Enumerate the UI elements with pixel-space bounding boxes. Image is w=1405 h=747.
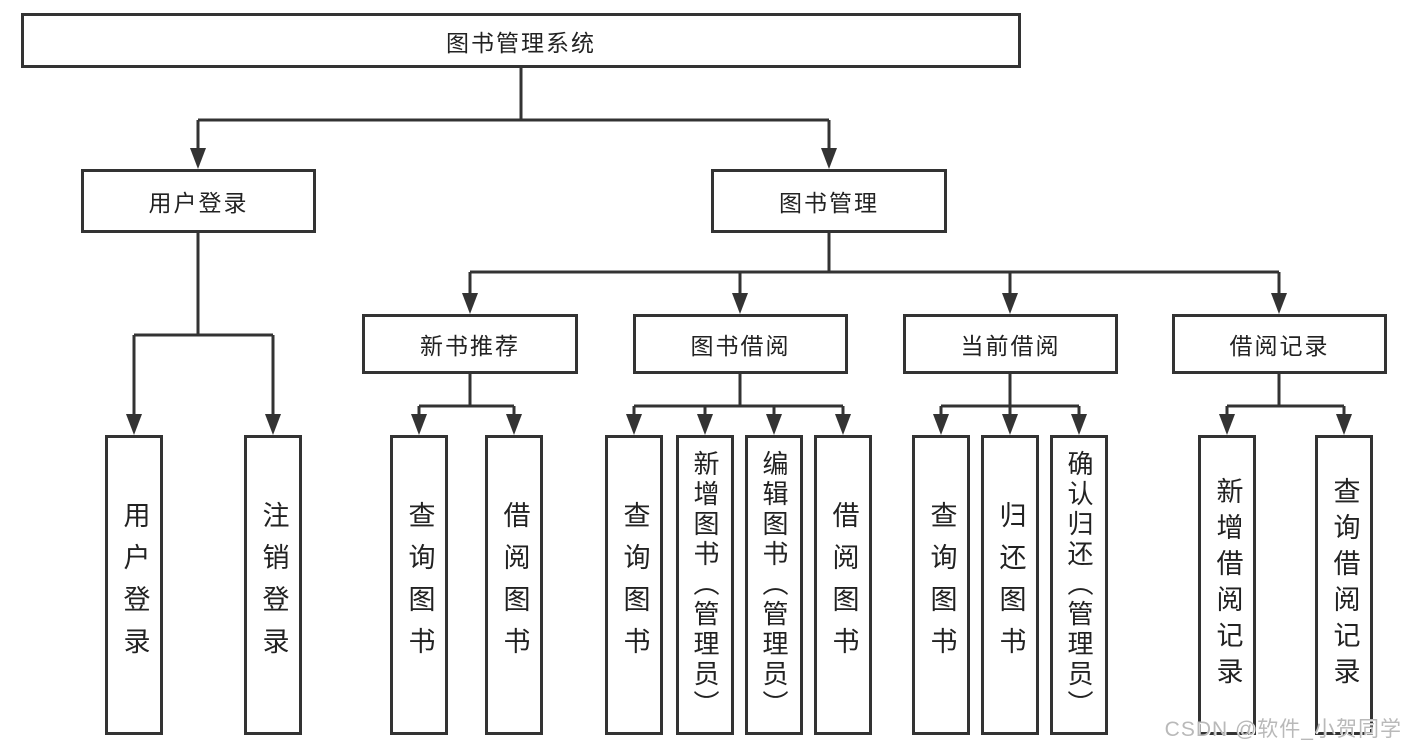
arrowhead <box>411 414 427 435</box>
node-label: 当前借阅 <box>960 333 1061 359</box>
leaf-logout: 注销登录 <box>244 435 302 735</box>
leaf-label: 借阅图书 <box>499 501 530 669</box>
leaf-query-books-recommend: 查询图书 <box>390 435 448 735</box>
arrowhead <box>835 414 851 435</box>
node-label: 图书管理 <box>779 190 879 216</box>
leaf-add-book-admin: 新增图书（管理员） <box>676 435 734 735</box>
arrowhead <box>462 293 478 314</box>
leaf-borrow-books-recommend: 借阅图书 <box>485 435 543 735</box>
arrowhead <box>626 414 642 435</box>
arrowhead <box>190 148 206 169</box>
arrowhead <box>1336 414 1352 435</box>
leaf-edit-book-admin: 编辑图书（管理员） <box>745 435 803 735</box>
leaf-query-borrow-record: 查询借阅记录 <box>1315 435 1373 735</box>
leaf-query-books-current: 查询图书 <box>912 435 970 735</box>
arrowhead <box>506 414 522 435</box>
leaf-label: 用户登录 <box>119 501 150 669</box>
csdn-watermark: CSDN @软件_小贺同学 <box>1164 718 1402 741</box>
leaf-label: 确认归还（管理员） <box>1064 450 1094 720</box>
node-label: 图书借阅 <box>690 333 791 359</box>
node-borrowing-records: 借阅记录 <box>1172 314 1387 374</box>
leaf-label: 借阅图书 <box>828 501 859 669</box>
node-current-borrowing: 当前借阅 <box>903 314 1118 374</box>
arrowhead <box>126 414 142 435</box>
leaf-label: 查询图书 <box>926 501 957 669</box>
leaf-add-borrow-record: 新增借阅记录 <box>1198 435 1256 735</box>
arrowhead <box>821 148 837 169</box>
leaf-query-books-borrowing: 查询图书 <box>605 435 663 735</box>
arrowhead <box>1002 414 1018 435</box>
leaf-label: 新增借阅记录 <box>1212 477 1243 693</box>
leaf-label: 新增图书（管理员） <box>690 450 720 720</box>
leaf-label: 查询图书 <box>404 501 435 669</box>
arrowhead <box>697 414 713 435</box>
leaf-label: 归还图书 <box>995 501 1026 669</box>
node-label: 用户登录 <box>148 190 249 216</box>
leaf-label: 编辑图书（管理员） <box>759 450 789 720</box>
node-label: 新书推荐 <box>420 333 520 359</box>
arrowhead <box>933 414 949 435</box>
arrowhead <box>1271 293 1287 314</box>
leaf-borrow-books-borrowing: 借阅图书 <box>814 435 872 735</box>
node-book-borrowing: 图书借阅 <box>633 314 848 374</box>
arrowhead <box>732 293 748 314</box>
arrowhead <box>1002 293 1018 314</box>
arrowhead <box>766 414 782 435</box>
node-user-login-branch: 用户登录 <box>81 169 316 233</box>
node-library-management-system: 图书管理系统 <box>21 13 1021 68</box>
leaf-label: 注销登录 <box>258 501 289 669</box>
leaf-user-login: 用户登录 <box>105 435 163 735</box>
node-label: 图书管理系统 <box>446 29 596 56</box>
leaf-label: 查询借阅记录 <box>1329 477 1360 693</box>
node-label: 借阅记录 <box>1229 333 1330 359</box>
arrowhead <box>265 414 281 435</box>
arrowhead <box>1071 414 1087 435</box>
node-new-book-recommendation: 新书推荐 <box>362 314 578 374</box>
leaf-confirm-return-admin: 确认归还（管理员） <box>1050 435 1108 735</box>
arrowhead <box>1219 414 1235 435</box>
leaf-label: 查询图书 <box>619 501 650 669</box>
node-book-management-branch: 图书管理 <box>711 169 947 233</box>
leaf-return-books: 归还图书 <box>981 435 1039 735</box>
